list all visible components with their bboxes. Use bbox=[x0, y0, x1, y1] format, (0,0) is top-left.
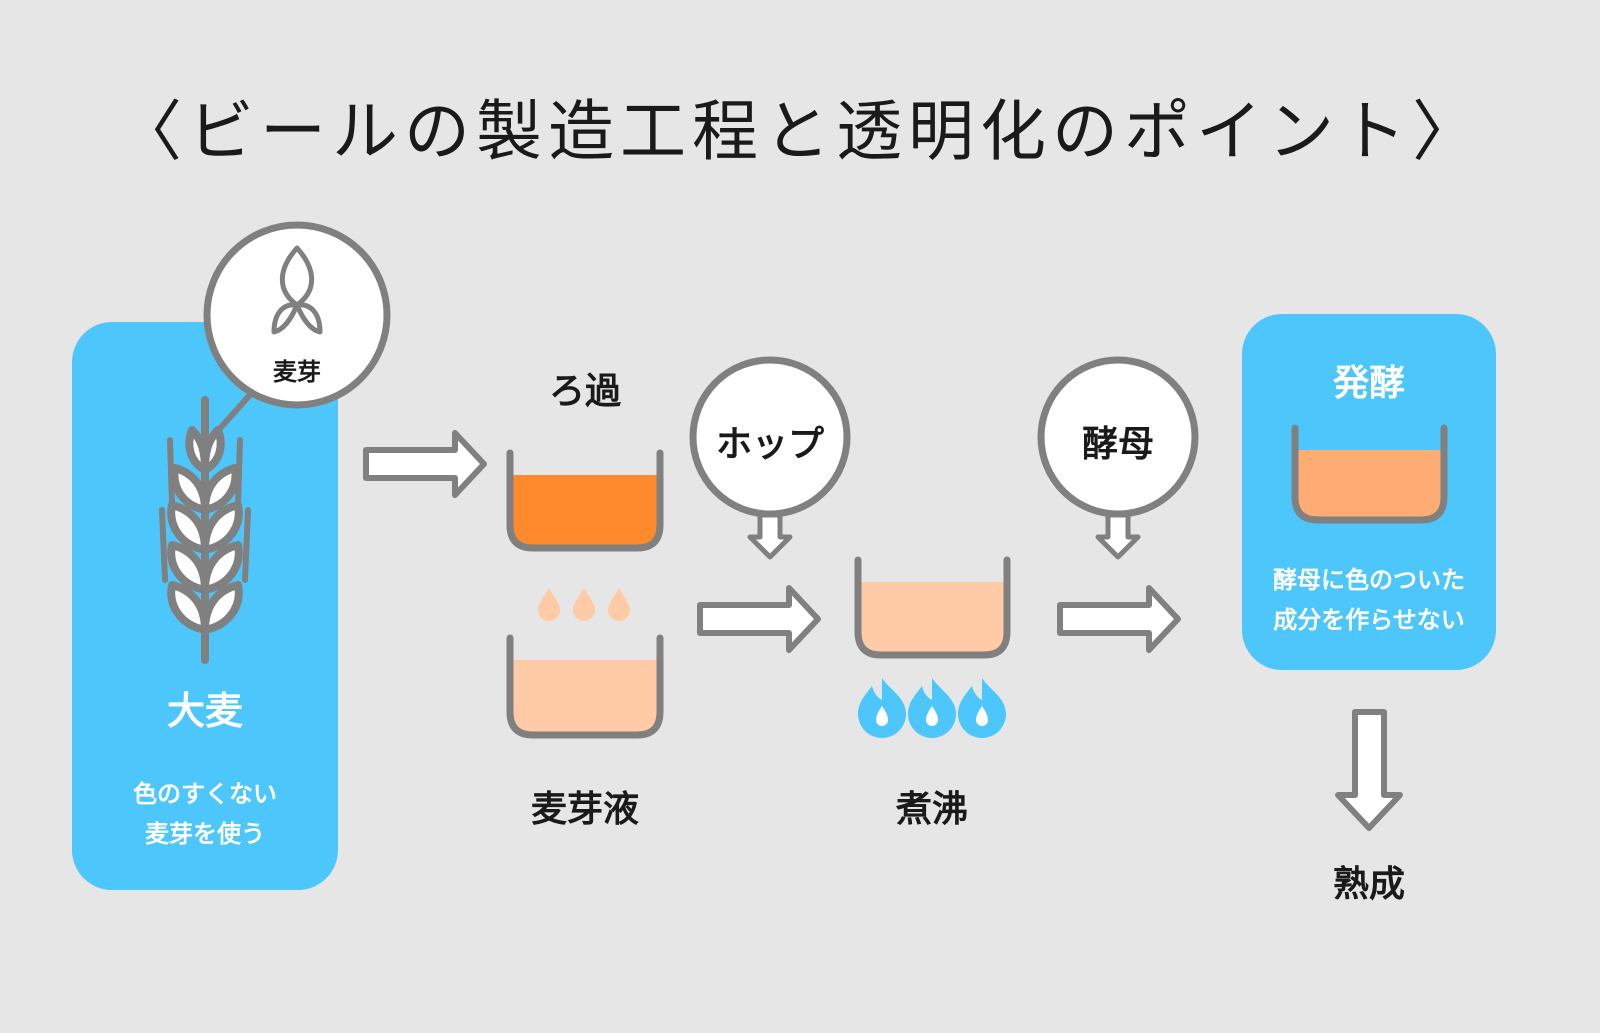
page-title: 〈ビールの製造工程と透明化のポイント〉 bbox=[116, 93, 1484, 170]
vessel-icon bbox=[1291, 424, 1448, 524]
aging-label: 熟成 bbox=[1332, 864, 1405, 905]
hops-label: ホップ bbox=[715, 424, 824, 465]
vessel-icon bbox=[506, 449, 664, 552]
wort-label: 麦芽液 bbox=[530, 789, 639, 830]
malt-badge bbox=[203, 221, 391, 409]
vessel-icon bbox=[854, 556, 1011, 659]
arrow-down-icon bbox=[1095, 512, 1141, 560]
filtration-label: ろ過 bbox=[548, 371, 621, 412]
vessel-icon bbox=[506, 634, 664, 739]
barley-label: 大麦 bbox=[166, 689, 243, 733]
arrow-down-icon bbox=[747, 512, 793, 560]
flame-icon bbox=[858, 678, 1006, 738]
malt-sprout-icon bbox=[271, 245, 323, 335]
yeast-label: 酵母 bbox=[1081, 424, 1154, 465]
malt-label: 麦芽 bbox=[273, 358, 321, 386]
fermentation-note: 酵母に色のついた 成分を作らせない bbox=[1273, 566, 1465, 634]
drop-icon bbox=[538, 588, 630, 621]
fermentation-label: 発酵 bbox=[1332, 363, 1405, 404]
boiling-label: 煮沸 bbox=[895, 789, 968, 830]
wheat-icon bbox=[159, 392, 253, 664]
arrow-right-icon bbox=[363, 430, 487, 498]
arrow-right-icon bbox=[1057, 585, 1181, 653]
arrow-down-icon bbox=[1335, 709, 1403, 831]
barley-note: 色のすくない 麦芽を使う bbox=[133, 780, 277, 848]
arrow-right-icon bbox=[697, 585, 821, 653]
